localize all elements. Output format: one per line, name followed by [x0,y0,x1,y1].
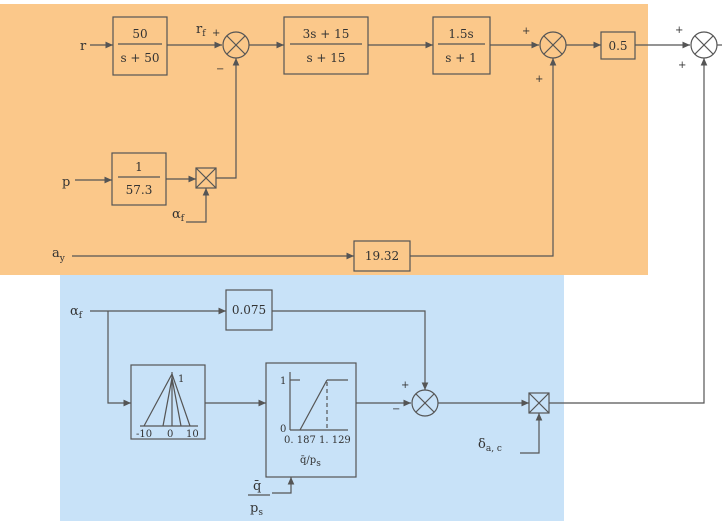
svg-text:q̄: q̄ [253,479,261,494]
lower-region [60,275,564,521]
svg-text:0: 0 [167,429,173,440]
sj1-minus-sign: − [216,64,224,75]
input-ay-label: ay [52,246,66,264]
alpha-f-main-label: αf [172,207,185,224]
svg-text:q̄/ps: q̄/ps [300,455,321,469]
summing-junction-3 [690,31,718,59]
svg-text:0: 0 [280,424,286,435]
svg-text:s + 50: s + 50 [120,51,159,65]
schedule-block: 1 -10 0 10 [130,364,206,440]
svg-text:s + 15: s + 15 [306,51,345,65]
sj3-plus-top: + [675,25,683,36]
sj4-minus-sign: − [392,404,400,415]
input-p-label: p [62,175,70,190]
qbar-over-ps-label: q̄ ps [248,479,270,518]
gain-p-block: 1 57.3 [111,152,167,206]
sj4-plus-sign: + [401,380,409,391]
gain-alpha-block: 0.075 [225,289,273,331]
ramp-schedule-block: 1 0 0. 187 1. 129 q̄/ps [265,362,357,478]
svg-text:ps: ps [250,501,263,518]
svg-text:s + 1: s + 1 [445,51,476,65]
filter-block: 50 s + 50 [112,16,168,76]
sj2-plus-bottom: + [535,74,543,85]
svg-text:10: 10 [186,429,199,440]
svg-text:1.5s: 1.5s [448,27,473,41]
svg-text:1: 1 [280,376,286,387]
svg-text:3s + 15: 3s + 15 [303,27,350,41]
svg-text:19.32: 19.32 [365,249,399,263]
svg-text:1: 1 [178,374,184,385]
rf-label: rf [196,22,206,39]
sj3-plus-bottom: + [678,60,686,71]
delta-ac-label: δa, c [478,437,502,454]
svg-text:57.3: 57.3 [126,183,153,197]
upper-region [0,4,648,275]
sj2-plus-top: + [522,26,530,37]
svg-text:0.5: 0.5 [608,39,627,53]
svg-text:0.075: 0.075 [232,303,266,317]
input-r-label: r [80,39,87,54]
svg-text:0. 187 1. 129: 0. 187 1. 129 [284,435,351,446]
alpha-f-lower-label: αf [70,304,83,321]
svg-text:1: 1 [135,160,143,174]
sj1-plus-sign: + [212,28,220,39]
svg-text:50: 50 [132,27,147,41]
svg-text:-10: -10 [136,429,152,440]
